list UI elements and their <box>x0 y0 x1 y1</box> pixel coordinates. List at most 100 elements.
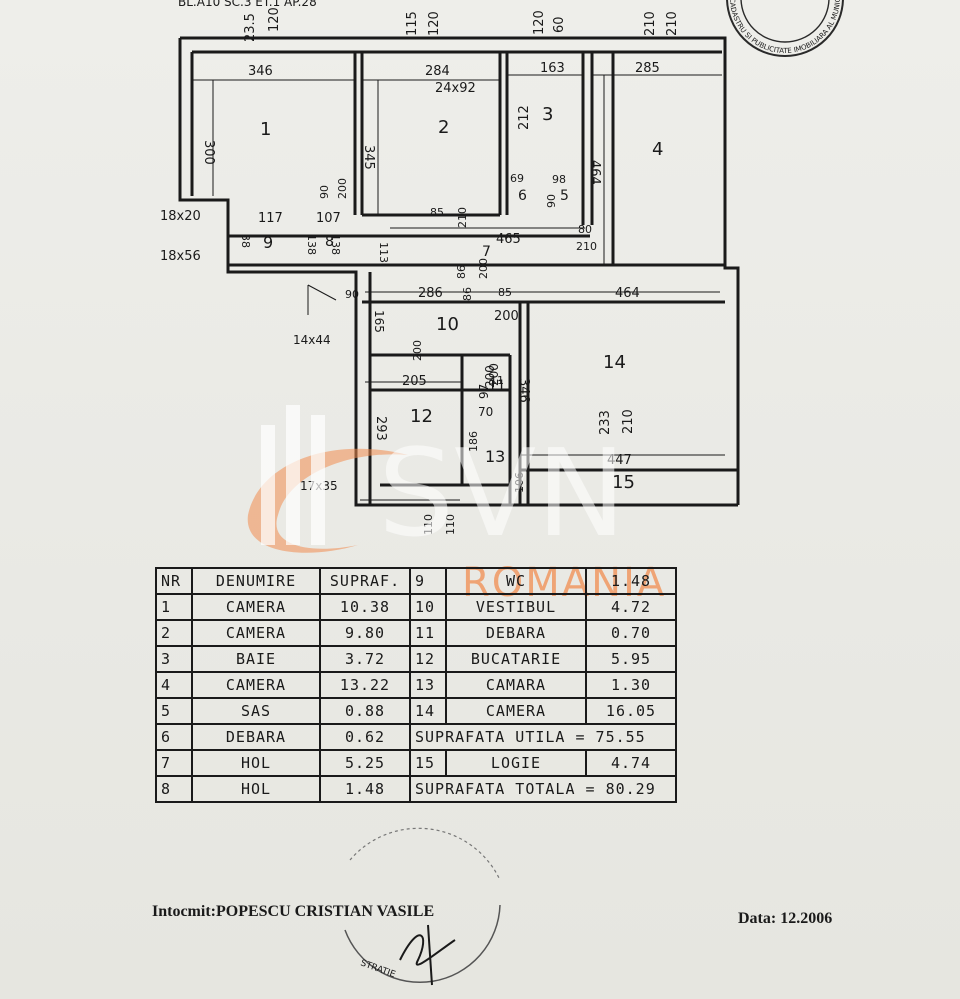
dim-label: 24x92 <box>435 81 476 96</box>
dim-label: 205 <box>402 374 427 389</box>
header-area: SUPRAF. <box>319 567 411 595</box>
dim-label: 447 <box>607 453 632 468</box>
dim-label: 115 <box>405 11 420 36</box>
dim-label: 80 <box>578 223 592 236</box>
cell-name: CAMERA <box>445 697 587 725</box>
dim-label: 300 <box>201 140 216 165</box>
dim-label: 200 <box>487 363 501 386</box>
dim-label: 90 <box>318 185 331 199</box>
cell-name: WC <box>445 567 587 595</box>
cell-name: BUCATARIE <box>445 645 587 673</box>
cell-nr: 10 <box>409 593 447 621</box>
dim-label: 18x20 <box>160 209 201 224</box>
dim-label: 286 <box>418 286 443 301</box>
cell-area: 4.72 <box>585 593 677 621</box>
total-area: SUPRAFATA TOTALA = 80.29 <box>409 775 677 803</box>
dim-label: 106 <box>513 472 526 493</box>
dim-label: 285 <box>635 61 660 76</box>
dim-label: 210 <box>456 207 469 228</box>
room-number: 14 <box>603 352 626 373</box>
dim-label: 23.5 <box>243 13 258 42</box>
cell-nr: 2 <box>155 619 193 647</box>
dim-label: 38 <box>239 234 252 248</box>
dim-label: 346 <box>248 64 273 79</box>
table-row: 6 DEBARA 0.62 SUPRAFATA UTILA = 75.55 <box>155 723 677 751</box>
room-numbers: 1 2 3 4 5 6 7 8 9 10 11 12 13 14 15 <box>260 104 663 493</box>
cell-name: BAIE <box>191 645 321 673</box>
cell-area: 0.62 <box>319 723 411 751</box>
dim-label: 210 <box>665 11 680 36</box>
cell-nr: 3 <box>155 645 193 673</box>
dim-label: 120 <box>532 10 547 35</box>
cell-name: LOGIE <box>445 749 587 777</box>
cell-name: CAMERA <box>191 671 321 699</box>
room-number: 8 <box>325 234 334 250</box>
cell-nr: 6 <box>155 723 193 751</box>
dim-label: 70 <box>478 405 493 419</box>
cell-area: 13.22 <box>319 671 411 699</box>
dim-label: 107 <box>316 211 341 226</box>
dimension-lines <box>192 74 725 501</box>
signature <box>399 924 456 986</box>
dim-label: 85 <box>430 206 444 219</box>
cell-nr: 5 <box>155 697 193 725</box>
cell-area: 0.88 <box>319 697 411 725</box>
plan-header: BL.A10 SC.3 ET.1 AP.28 <box>178 0 317 9</box>
cell-area: 5.95 <box>585 645 677 673</box>
author-line: Intocmit:POPESCU CRISTIAN VASILE <box>152 903 435 920</box>
dim-label: 284 <box>425 64 450 79</box>
cell-area: 10.38 <box>319 593 411 621</box>
cell-name: SAS <box>191 697 321 725</box>
dim-label: 97 <box>477 384 491 399</box>
dim-label: 86 <box>455 265 468 279</box>
cell-nr: 7 <box>155 749 193 777</box>
room-number: 1 <box>260 119 271 140</box>
cell-nr: 15 <box>409 749 447 777</box>
dim-label: 186 <box>467 431 480 452</box>
dim-label: 18x56 <box>160 249 201 264</box>
cell-nr: 12 <box>409 645 447 673</box>
cell-area: 1.48 <box>585 567 677 595</box>
room-number: 9 <box>263 233 273 252</box>
dim-label: 200 <box>411 340 424 361</box>
table-row: 5 SAS 0.88 14 CAMERA 16.05 <box>155 697 677 725</box>
dim-label: 200 <box>336 178 349 199</box>
room-schedule-table: NR DENUMIRE SUPRAF. 9 WC 1.48 1 CAMERA 1… <box>155 567 677 803</box>
table-row: 3 BAIE 3.72 12 BUCATARIE 5.95 <box>155 645 677 673</box>
dim-label: 86 <box>461 287 474 301</box>
date-line: Data: 12.2006 <box>738 910 833 927</box>
dim-label: 138 <box>305 234 318 255</box>
header-name: DENUMIRE <box>191 567 321 595</box>
header-nr: NR <box>155 567 193 595</box>
cell-nr: 8 <box>155 775 193 803</box>
cell-area: 5.25 <box>319 749 411 777</box>
dim-label: 69 <box>510 172 524 185</box>
dim-label: 345 <box>361 145 376 170</box>
dim-label: 210 <box>643 11 658 36</box>
dim-label: 210 <box>576 240 597 253</box>
dim-label: 110 <box>422 514 435 535</box>
cell-nr: 13 <box>409 671 447 699</box>
dim-label: 200 <box>477 258 490 279</box>
dim-label: 210 <box>621 409 636 434</box>
cell-name: DEBARA <box>191 723 321 751</box>
cadastre-stamp: CADASTRU SI PUBLICITATE IMOBILIARA AL MU… <box>0 0 844 57</box>
dim-label: 200 <box>483 365 497 388</box>
stamp-text: CADASTRU SI PUBLICITATE IMOBILIARA AL MU… <box>0 0 842 55</box>
cell-name: CAMERA <box>191 619 321 647</box>
room-number: 2 <box>438 117 449 138</box>
dim-label: 117 <box>258 211 283 226</box>
dim-label: 90 <box>545 194 558 208</box>
dim-label: 110 <box>444 514 457 535</box>
room-number: 13 <box>485 447 505 466</box>
cell-name: VESTIBUL <box>445 593 587 621</box>
dim-label: 138 <box>329 234 342 255</box>
table-row: 7 HOL 5.25 15 LOGIE 4.74 <box>155 749 677 777</box>
dim-label: 465 <box>496 232 521 247</box>
room-number: 6 <box>518 188 527 204</box>
dim-label: 17x35 <box>300 479 338 493</box>
cell-area: 1.48 <box>319 775 411 803</box>
dim-label: 200 <box>494 309 519 324</box>
dim-label: 464 <box>615 286 640 301</box>
room-number: 4 <box>652 139 663 160</box>
